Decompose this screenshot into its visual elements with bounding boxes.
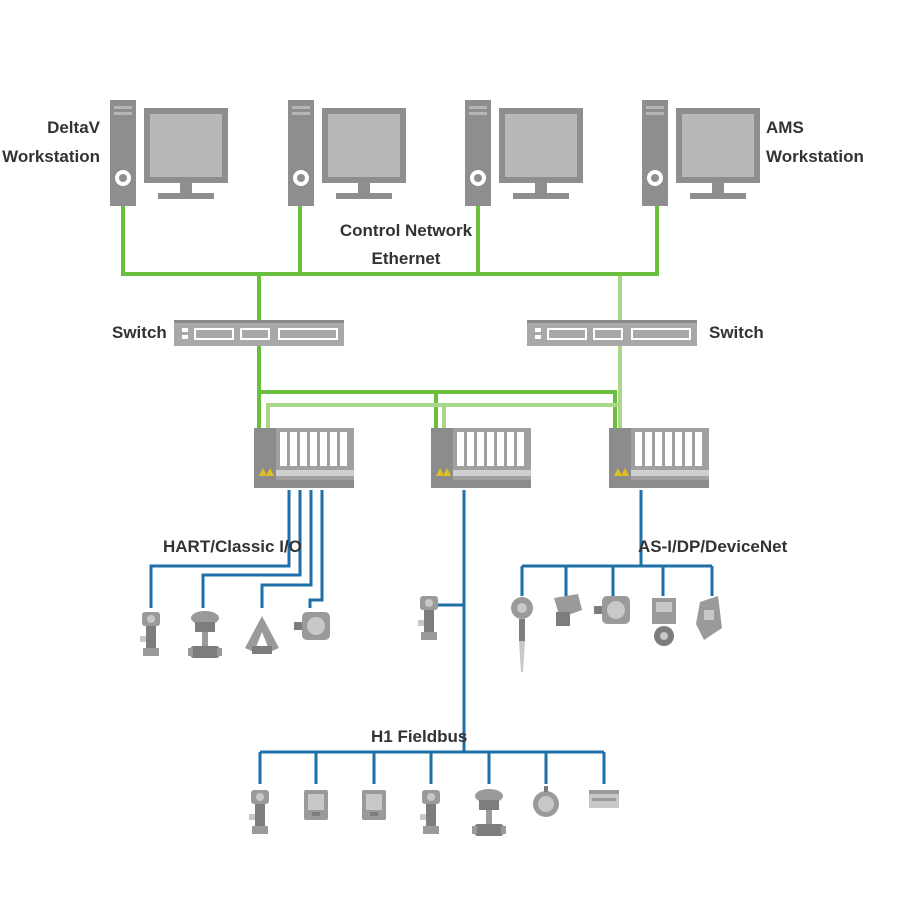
transmitter-icon <box>140 612 160 656</box>
actuator-icon <box>652 598 676 646</box>
switch-right <box>527 320 697 346</box>
deltav-label-line2: Workstation <box>2 147 100 166</box>
display-indicator-icon <box>362 790 386 820</box>
h1-fieldbus-links <box>258 490 606 784</box>
valve-positioner-icon <box>696 596 722 640</box>
hart-classic-io-label: HART/Classic I/O <box>163 537 302 556</box>
controller-io-icon <box>431 428 531 488</box>
transmitter-icon <box>249 790 269 834</box>
network-switch-icon <box>527 320 697 346</box>
sensor-icon <box>511 597 533 672</box>
control-network-label-line2: Ethernet <box>372 249 441 268</box>
asi-dp-devicenet-label: AS-I/DP/DeviceNet <box>638 537 788 556</box>
transmitter-icon <box>418 596 438 640</box>
asi-dp-devicenet-links <box>520 490 714 596</box>
control-network-label-line1: Control Network <box>340 221 473 240</box>
hart-classic-io-links <box>149 490 324 608</box>
workstation-1 <box>110 100 228 206</box>
workstation-icon <box>642 100 760 206</box>
flow-meter-icon <box>304 790 328 820</box>
motor-icon <box>594 596 630 624</box>
controller-io-icon <box>609 428 709 488</box>
workstation-icon <box>110 100 228 206</box>
workstation-icon <box>288 100 406 206</box>
workstation-4 <box>642 100 760 206</box>
controller-network-links <box>257 346 622 430</box>
gripper-actuator-icon <box>245 616 279 654</box>
h1-fieldbus-label: H1 Fieldbus <box>371 727 467 746</box>
deltav-label-line1: DeltaV <box>47 118 101 137</box>
workstation-3 <box>465 100 583 206</box>
controller-3 <box>609 428 709 488</box>
workstation-2 <box>288 100 406 206</box>
ams-label-line1: AMS <box>766 118 804 137</box>
ams-label-line2: Workstation <box>766 147 864 166</box>
switch-right-label: Switch <box>709 323 764 342</box>
control-valve-icon <box>472 789 506 836</box>
controller-io-icon <box>254 428 354 488</box>
control-network-links <box>121 206 659 320</box>
motor-icon <box>294 612 330 640</box>
control-valve-icon <box>188 611 222 658</box>
controller-2 <box>431 428 531 488</box>
transmitter-icon <box>420 790 440 834</box>
gauge-icon <box>533 786 559 817</box>
junction-box-icon <box>589 790 619 808</box>
controller-1 <box>254 428 354 488</box>
switch-left <box>174 320 344 346</box>
solenoid-valve-icon <box>554 594 582 626</box>
network-switch-icon <box>174 320 344 346</box>
workstation-icon <box>465 100 583 206</box>
switch-left-label: Switch <box>112 323 167 342</box>
